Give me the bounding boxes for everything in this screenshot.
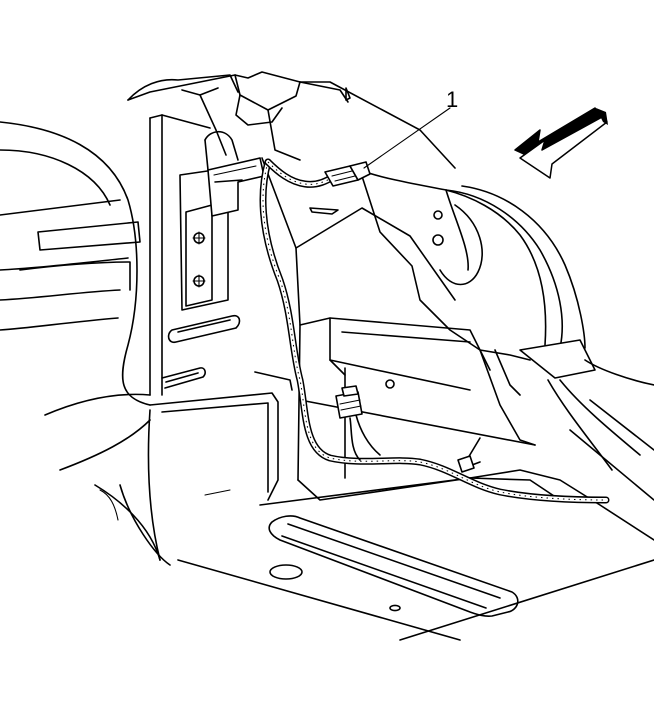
c-pillar-trim bbox=[127, 74, 241, 396]
front-of-vehicle-arrow bbox=[514, 107, 608, 179]
upper-bracket bbox=[204, 130, 265, 217]
upper-shelf bbox=[127, 71, 456, 169]
harness-retainers bbox=[214, 179, 481, 473]
callout-1: 1 bbox=[363, 87, 458, 169]
left-quarter-panel bbox=[0, 121, 151, 471]
right-side-trim bbox=[359, 169, 654, 501]
callout-1-leader bbox=[363, 107, 451, 169]
trunk-floor bbox=[94, 392, 654, 641]
floor-harness-connector bbox=[335, 385, 363, 419]
harness-connector-1 bbox=[324, 161, 371, 187]
wiring-harness bbox=[259, 158, 610, 504]
callout-1-label: 1 bbox=[446, 87, 458, 112]
